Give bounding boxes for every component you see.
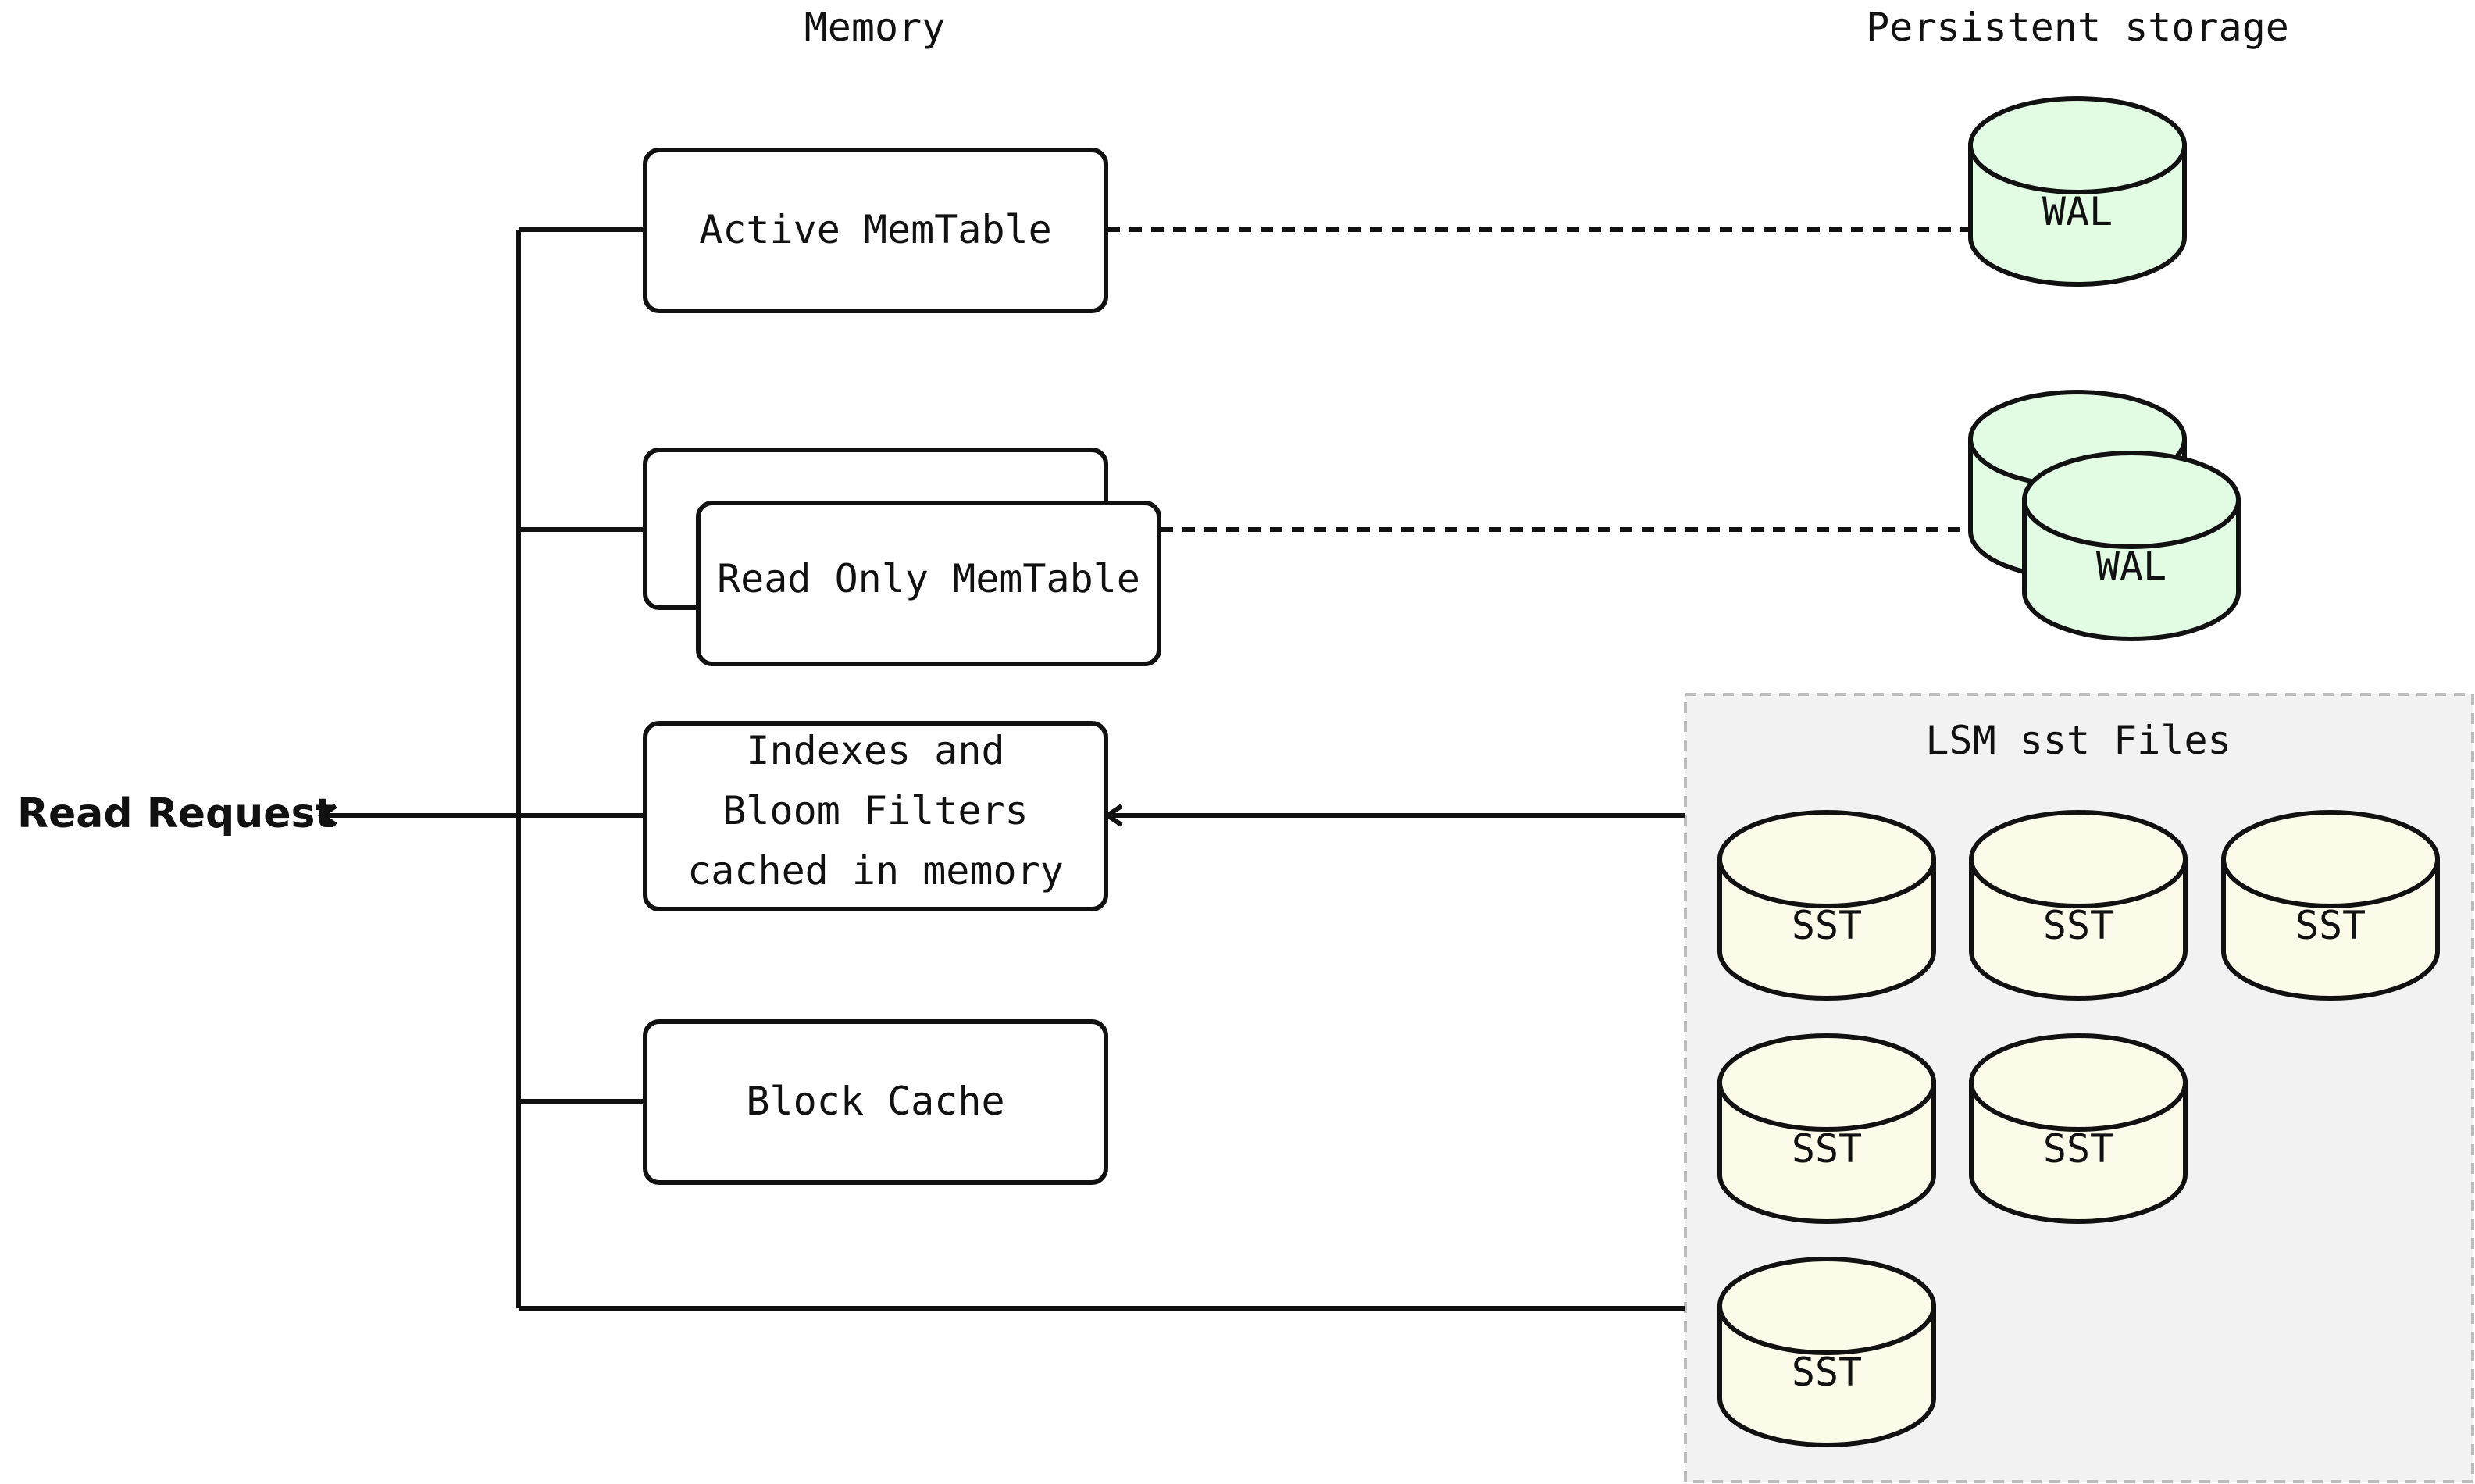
indexes-line-3: cached in memory [687,848,1064,894]
sst-file-cylinder-top [1717,810,1936,908]
wal-active-cylinder-top [1968,96,2187,194]
indexes-line-1: Indexes and [746,728,1004,773]
sst-file-cylinder-label: SST [2295,903,2366,948]
wal-read-only-cylinder-label: WAL [2096,544,2167,589]
sst-file-cylinder-top [1969,810,2188,908]
lsm-sst-files-title: LSM sst Files [1925,718,2231,763]
wal-read-only-cylinder-top [2022,451,2241,549]
wal-active-cylinder: WAL [1968,96,2187,287]
block-cache-label: Block Cache [746,1079,1004,1124]
read-only-memtable-label: Read Only MemTable [717,556,1140,601]
sst-file-cylinder-label: SST [1792,1126,1862,1172]
read-request-label: Read Request [17,790,334,837]
sst-file-cylinder-top [2221,810,2440,908]
sst-file-cylinder: SST [1969,1033,2188,1224]
sst-file-cylinder-top [1717,1257,1936,1355]
sst-file-cylinder-label: SST [1792,903,1862,948]
block-cache-box [643,1019,1108,1185]
sst-file-cylinder-label: SST [1792,1350,1862,1395]
persistent-storage-header: Persistent storage [1866,5,2289,50]
sst-file-cylinder: SST [2221,810,2440,1001]
sst-file-cylinder-top [1969,1033,2188,1132]
wal-active-cylinder-label: WAL [2042,189,2113,234]
indexes-line-2: Bloom Filters [722,788,1028,833]
wal-read-only-cylinder: WAL [2022,451,2241,641]
sst-file-cylinder: SST [1717,810,1936,1001]
active-memtable-label: Active MemTable [699,207,1052,252]
active-memtable-box [643,148,1108,313]
sst-file-cylinder-label: SST [2043,1126,2113,1172]
sst-file-cylinder: SST [1717,1257,1936,1447]
sst-file-cylinder-top [1717,1033,1936,1132]
read-only-memtable-box [696,501,1161,666]
sst-file-cylinder: SST [1717,1033,1936,1224]
sst-to-indexes-arrowhead [1103,804,1123,827]
sst-file-cylinder: SST [1969,810,2188,1001]
sst-file-cylinder-label: SST [2043,903,2113,948]
storage-cylinders: WAL WAL SST SST SST SST SST SST [1717,96,2440,1447]
memory-header: Memory [804,5,946,50]
read-request-arrowhead [317,804,337,827]
